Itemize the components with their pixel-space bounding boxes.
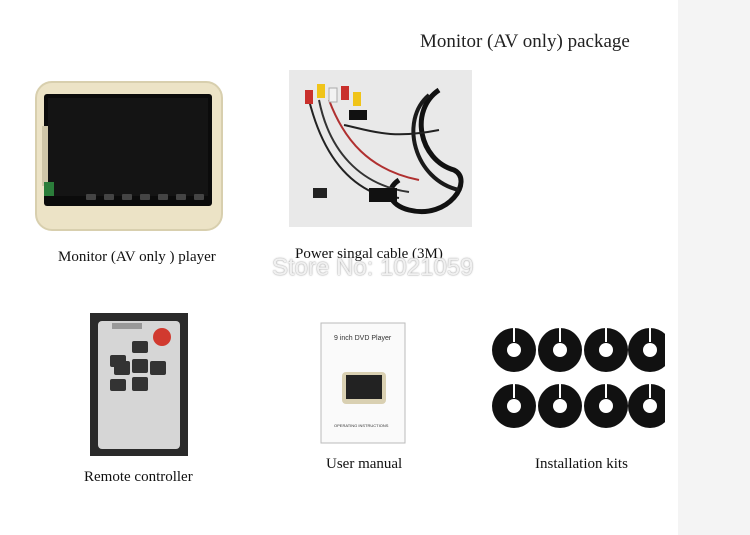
right-edge-strip bbox=[678, 0, 750, 535]
manual-cover-footer: OPERATING INSTRUCTIONS bbox=[334, 423, 389, 428]
manual-cover-title: 9 inch DVD Player bbox=[334, 335, 392, 342]
monitor-photo bbox=[34, 80, 224, 232]
remote-photo bbox=[90, 313, 188, 456]
monitor-caption: Monitor (AV only ) player bbox=[58, 249, 216, 265]
installation-kits-caption: Installation kits bbox=[535, 456, 628, 472]
power-cable-caption: Power singal cable (3M) bbox=[295, 246, 443, 262]
remote-caption: Remote controller bbox=[84, 469, 193, 485]
power-cable-photo bbox=[289, 70, 472, 227]
store-watermark: Store No: 1021059 bbox=[272, 254, 474, 281]
package-heading: Monitor (AV only) package bbox=[420, 31, 630, 52]
user-manual-photo: 9 inch DVD Player OPERATING INSTRUCTIONS bbox=[320, 322, 406, 444]
user-manual-caption: User manual bbox=[326, 456, 403, 472]
installation-kits-photo bbox=[492, 322, 665, 437]
